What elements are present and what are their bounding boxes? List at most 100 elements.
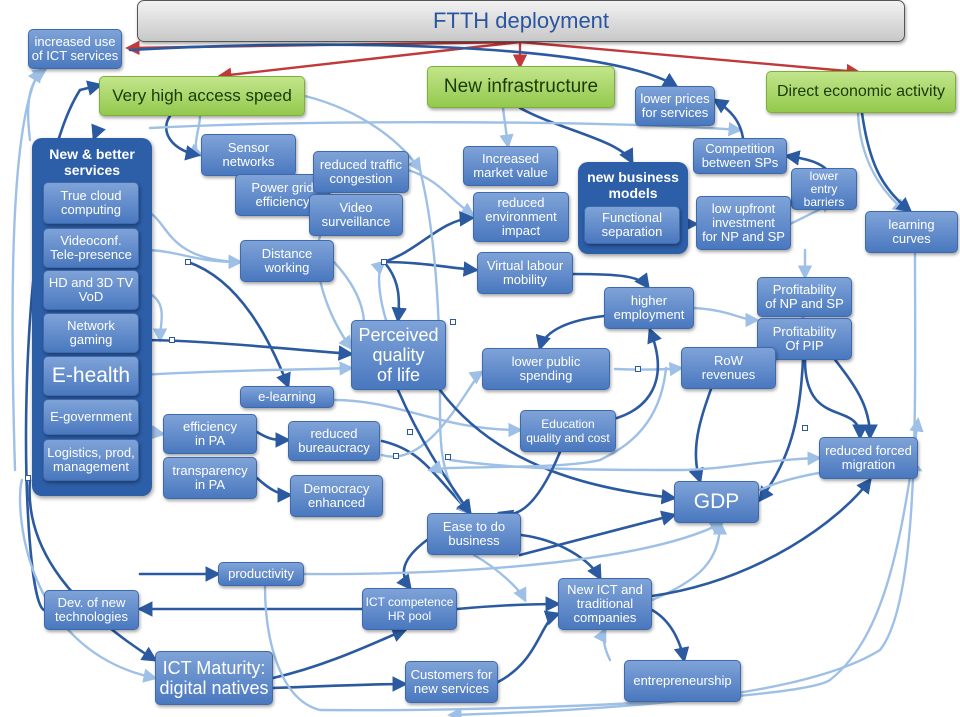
connector-arrow [302, 521, 725, 576]
connector-arrow [28, 478, 158, 662]
ehealth-node: E-health [43, 356, 139, 396]
egovernment-node: E-government [43, 399, 139, 435]
connector-arrow [650, 608, 690, 664]
entrepreneurship-node: entrepreneurship [624, 660, 741, 702]
lower-public-spending-node: lower public spending [482, 348, 610, 390]
connector-arrow [788, 198, 833, 226]
connector-arrow [688, 387, 713, 484]
connector-arrow [271, 627, 408, 680]
true-cloud-node: True cloud computing [43, 182, 139, 224]
lower-prices-node: lower prices for services [635, 86, 715, 126]
connector-arrow [518, 40, 861, 79]
connector-arrow [472, 553, 527, 603]
videoconf-node: Videoconf. Tele-presence [43, 228, 139, 268]
education-node: Education quality and cost [520, 410, 616, 452]
learning-curves-node: learning curves [865, 211, 958, 253]
connector-arrow [140, 338, 355, 361]
connector-arrow [608, 327, 662, 422]
connector-arrow [712, 98, 745, 140]
connector-arrow [803, 358, 868, 441]
reduced-environment-node: reduced environment impact [473, 192, 569, 242]
low-upfront-node: low upfront investment for NP and SP [696, 196, 791, 250]
connector-arrow [571, 272, 650, 290]
connector-arrow [519, 533, 602, 581]
video-surveillance-node: Video surveillance [309, 194, 403, 236]
perceived-quality-node: Perceived quality of life [351, 320, 446, 390]
services-group-title: New & better services [49, 146, 135, 178]
reduced-bureaucracy-node: reduced bureaucracy [288, 421, 380, 461]
network-gaming-node: Network gaming [43, 313, 139, 353]
junction-point [407, 429, 413, 435]
higher-employment-node: higher employment [604, 287, 694, 329]
connector-arrow [427, 366, 668, 475]
lower-entry-barriers-node: lower entry barriers [791, 168, 857, 210]
connector-arrow [271, 676, 409, 692]
connector-arrow [128, 43, 679, 88]
connector-arrow [380, 439, 473, 516]
profitability-np-sp-node: Profitability of NP and SP [757, 277, 852, 317]
connector-arrow [255, 476, 294, 503]
connector-arrow [382, 211, 476, 264]
efficiency-pa-node: efficiency in PA [163, 414, 257, 454]
ftth-deployment-title: FTTH deployment [137, 0, 905, 42]
connector-arrow [24, 80, 104, 612]
junction-point [802, 425, 808, 431]
logistics-node: Logistics, prod, management [43, 439, 139, 481]
junction-point [381, 259, 387, 265]
junction-point [450, 319, 456, 325]
dev-new-tech-node: Dev. of new technologies [44, 590, 139, 630]
gdp-node: GDP [674, 481, 759, 523]
sensor-networks-node: Sensor networks [201, 134, 296, 176]
reduced-traffic-node: reduced traffic congestion [313, 151, 409, 193]
junction-point [185, 259, 191, 265]
hd-vod-node: HD and 3D TV VoD [43, 270, 139, 310]
increased-market-node: Increased market value [463, 146, 558, 186]
ease-business-node: Ease to do business [427, 513, 521, 555]
junction-point [635, 366, 641, 372]
connector-arrow [518, 510, 678, 557]
connector-arrow [650, 477, 872, 598]
connector-arrow [255, 430, 292, 448]
connector-arrow [91, 123, 106, 141]
connector-arrow [370, 260, 388, 322]
productivity-node: productivity [218, 562, 304, 586]
junction-point [445, 454, 451, 460]
connector-arrow [496, 610, 561, 684]
connector-arrow [140, 361, 354, 377]
elearning-node: e-learning [240, 386, 334, 408]
connector-arrow [860, 111, 913, 214]
ict-maturity-node: ICT Maturity: digital natives [155, 651, 273, 705]
profitability-pip-node: Profitability Of PIP [757, 318, 852, 360]
row-revenues-node: RoW revenues [681, 347, 776, 389]
virtual-labour-node: Virtual labour mobility [477, 252, 573, 294]
junction-point [393, 453, 399, 459]
connector-arrow [455, 596, 562, 612]
connector-arrow [382, 260, 408, 324]
competition-node: Competition between SPs [693, 138, 787, 174]
transparency-pa-node: transparency in PA [163, 457, 257, 499]
connector-arrow [535, 314, 606, 352]
connector-arrow [518, 106, 634, 165]
connector-arrow [140, 208, 243, 269]
connector-arrow [18, 478, 158, 683]
connector-arrow [783, 150, 827, 170]
connector-arrow [406, 168, 476, 217]
democracy-node: Democracy enhanced [290, 475, 383, 517]
ict-competence-node: ICT competence HR pool [362, 588, 457, 630]
distance-working-node: Distance working [240, 240, 334, 282]
junction-point [25, 475, 31, 481]
increased-use-node: increased use of ICT services [28, 29, 122, 69]
new-ict-companies-node: New ICT and traditional companies [558, 578, 652, 630]
direct-economic-activity-node: Direct economic activity [766, 71, 956, 113]
customers-new-services-node: Customers for new services [405, 661, 498, 703]
junction-point [169, 337, 175, 343]
connector-arrow [499, 106, 514, 149]
connector-arrow [613, 361, 684, 377]
connector-arrow [692, 306, 760, 328]
new-infrastructure-node: New infrastructure [427, 66, 615, 108]
connector-arrow [382, 260, 480, 277]
connector-arrow [140, 248, 243, 270]
connector-arrow [448, 451, 822, 472]
